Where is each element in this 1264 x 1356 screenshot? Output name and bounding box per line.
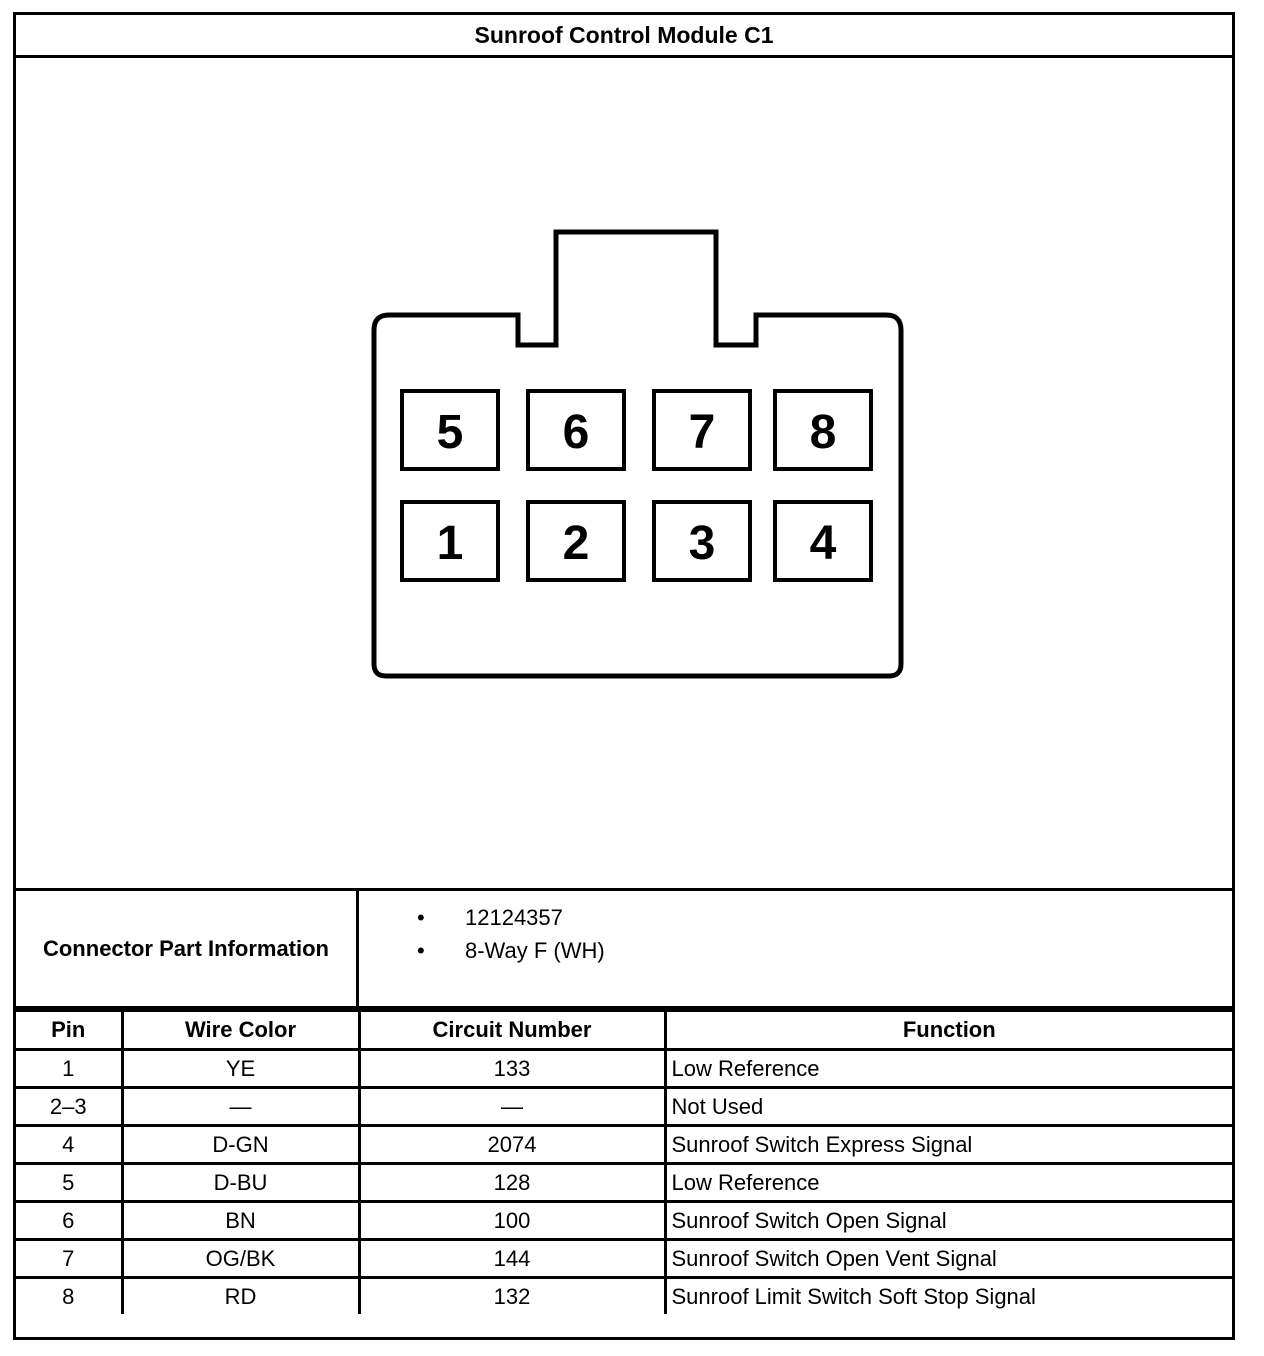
connector-face-drawing: 5 6 7 8 1 2 3 4 — [371, 229, 904, 679]
part-info-item: • 8-Way F (WH) — [359, 934, 605, 967]
cell-circuit-number: 132 — [357, 1276, 667, 1314]
cavity-box — [652, 389, 752, 471]
header-circuit-number: Circuit Number — [357, 1009, 667, 1051]
cavity-number: 4 — [810, 517, 837, 570]
cavity-box — [400, 389, 500, 471]
part-info-item: • 12124357 — [359, 901, 605, 934]
bullet-icon: • — [417, 905, 425, 930]
cavity-number: 6 — [563, 406, 590, 459]
cell-pin: 7 — [16, 1238, 124, 1279]
cavity-7: 7 — [652, 389, 752, 471]
cavity-box — [526, 389, 626, 471]
pinout-table: Pin Wire Color Circuit Number Function 1… — [16, 1009, 1232, 1314]
cell-wire-color: RD — [120, 1276, 361, 1314]
cavity-3: 3 — [652, 500, 752, 582]
header-pin: Pin — [16, 1009, 124, 1051]
sheet-title: Sunroof Control Module C1 — [16, 15, 1232, 58]
cavity-number: 7 — [689, 406, 716, 459]
cell-pin: 4 — [16, 1124, 124, 1165]
cavity-box — [773, 389, 873, 471]
cell-wire-color: OG/BK — [120, 1238, 361, 1279]
table-header-row: Pin Wire Color Circuit Number Function — [16, 1009, 1232, 1051]
cavity-8: 8 — [773, 389, 873, 471]
cavity-6: 6 — [526, 389, 626, 471]
cavity-number: 8 — [810, 406, 837, 459]
cavity-number: 5 — [437, 406, 464, 459]
cell-wire-color: D-GN — [120, 1124, 361, 1165]
cell-pin: 2–3 — [16, 1086, 124, 1127]
cavity-box — [526, 500, 626, 582]
connector-description: 8-Way F (WH) — [465, 938, 605, 963]
cell-pin: 6 — [16, 1200, 124, 1241]
part-info-label: Connector Part Information — [16, 891, 359, 1006]
cavity-number: 3 — [689, 517, 716, 570]
part-info-list: • 12124357 • 8-Way F (WH) — [359, 901, 605, 967]
connector-diagram: 5 6 7 8 1 2 3 4 — [16, 58, 1232, 891]
cell-wire-color: YE — [120, 1048, 361, 1089]
cell-circuit-number: 144 — [357, 1238, 667, 1279]
cell-pin: 1 — [16, 1048, 124, 1089]
header-function: Function — [663, 1009, 1232, 1051]
cell-circuit-number: 128 — [357, 1162, 667, 1203]
cavity-4: 4 — [773, 500, 873, 582]
cell-function: Sunroof Limit Switch Soft Stop Signal — [663, 1276, 1232, 1314]
cell-circuit-number: 133 — [357, 1048, 667, 1089]
cell-function: Sunroof Switch Express Signal — [663, 1124, 1232, 1165]
cavity-1: 1 — [400, 500, 500, 582]
cell-wire-color: BN — [120, 1200, 361, 1241]
cell-circuit-number: — — [357, 1086, 667, 1127]
bullet-icon: • — [417, 938, 425, 963]
cell-circuit-number: 100 — [357, 1200, 667, 1241]
table-row: 2–3——Not Used — [16, 1086, 1232, 1127]
connector-part-information: Connector Part Information • 12124357 • … — [16, 891, 1232, 1009]
cavity-number: 1 — [437, 517, 464, 570]
cavity-5: 5 — [400, 389, 500, 471]
header-wire-color: Wire Color — [120, 1009, 361, 1051]
cavity-box — [773, 500, 873, 582]
cell-wire-color: D-BU — [120, 1162, 361, 1203]
cell-function: Sunroof Switch Open Signal — [663, 1200, 1232, 1241]
cell-pin: 5 — [16, 1162, 124, 1203]
cell-function: Low Reference — [663, 1048, 1232, 1089]
cell-pin: 8 — [16, 1276, 124, 1314]
connector-housing-outline — [371, 229, 904, 679]
cell-wire-color: — — [120, 1086, 361, 1127]
cavity-number: 2 — [563, 517, 590, 570]
cavity-box — [400, 500, 500, 582]
cavity-2: 2 — [526, 500, 626, 582]
cell-circuit-number: 2074 — [357, 1124, 667, 1165]
cell-function: Not Used — [663, 1086, 1232, 1127]
cell-function: Low Reference — [663, 1162, 1232, 1203]
cell-function: Sunroof Switch Open Vent Signal — [663, 1238, 1232, 1279]
cavity-box — [652, 500, 752, 582]
part-number: 12124357 — [465, 905, 563, 930]
